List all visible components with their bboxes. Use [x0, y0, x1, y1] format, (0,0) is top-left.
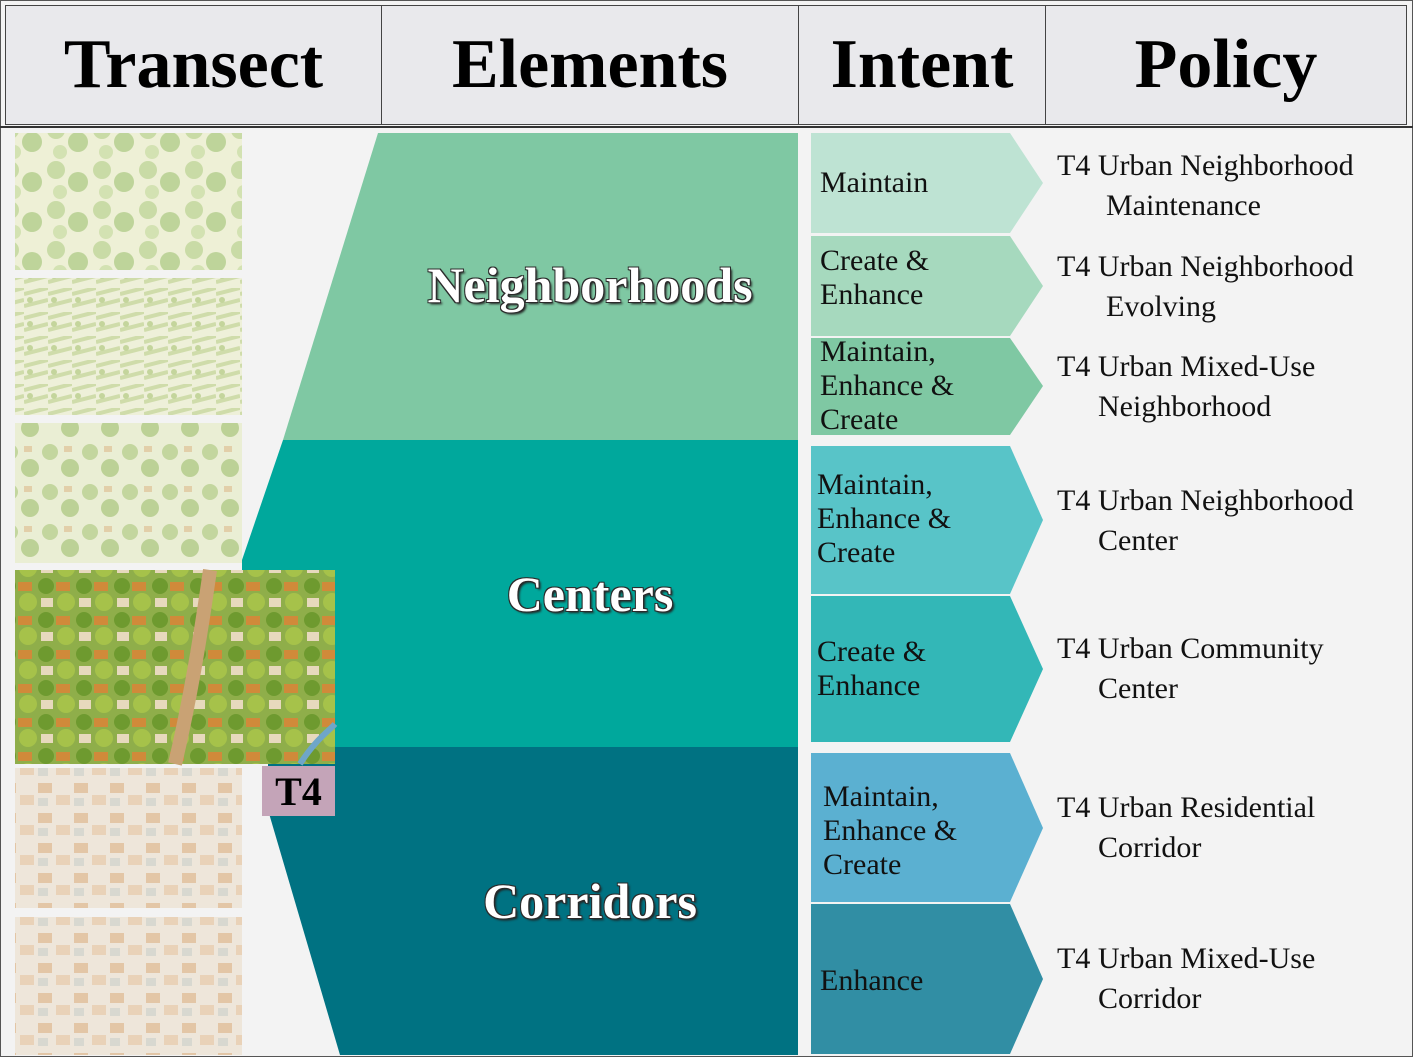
header-transect: Transect — [5, 5, 382, 125]
policy-text-5: T4 Urban Community Center — [1057, 629, 1324, 709]
header-row: Transect Elements Intent Policy — [0, 0, 1413, 128]
header-policy: Policy — [1045, 5, 1407, 125]
road-line — [168, 569, 217, 766]
intent-text-4: Maintain, Enhance & Create — [817, 468, 952, 569]
intent-chevron-6 — [811, 753, 1043, 902]
policy-line-1: T4 Urban Neighborhood — [1057, 149, 1354, 182]
policy-line-2: Center — [1098, 524, 1178, 557]
policy-line-1: T4 Urban Neighborhood — [1057, 484, 1354, 517]
intent-chevron-7 — [811, 904, 1043, 1054]
intent-text-5: Create & Enhance — [817, 635, 927, 702]
element-label-neighborhoods: Neighborhoods — [427, 257, 753, 313]
suburban-landscape-image — [15, 423, 242, 563]
urban-center-image — [15, 768, 242, 908]
neighborhoods-band — [283, 133, 798, 440]
policy-line-1: T4 Urban Mixed-Use — [1057, 942, 1316, 975]
policy-line-2: Evolving — [1106, 290, 1216, 323]
centers-band — [242, 440, 798, 747]
element-label-corridors: Corridors — [483, 873, 697, 929]
intent-chevron-4 — [811, 446, 1043, 594]
rural-landscape-image — [15, 133, 242, 270]
header-intent: Intent — [798, 5, 1046, 125]
policy-text-4: T4 Urban Neighborhood Center — [1057, 481, 1354, 561]
element-label-centers: Centers — [506, 566, 674, 622]
intent-chevron-1 — [811, 133, 1043, 233]
policy-text-1: T4 Urban Neighborhood Maintenance — [1057, 146, 1354, 226]
policy-line-1: T4 Urban Mixed-Use — [1057, 350, 1316, 383]
t4-badge: T4 — [262, 766, 335, 816]
header-elements: Elements — [381, 5, 799, 125]
intent-text-1: Maintain — [820, 166, 929, 199]
policy-line-2: Center — [1098, 672, 1178, 705]
header-divider — [0, 126, 1413, 128]
policy-text-3: T4 Urban Mixed-Use Neighborhood — [1057, 347, 1315, 427]
intent-chevron-3 — [811, 338, 1043, 435]
policy-line-2: Maintenance — [1106, 189, 1261, 222]
urban-neighborhood-image — [15, 570, 335, 764]
intent-text-3: Maintain, Enhance & Create — [820, 335, 955, 436]
policy-line-2: Neighborhood — [1098, 390, 1272, 423]
agricultural-landscape-image — [15, 278, 242, 415]
river-line — [297, 721, 338, 766]
policy-text-2: T4 Urban Neighborhood Evolving — [1057, 247, 1354, 327]
policy-line-1: T4 Urban Neighborhood — [1057, 250, 1354, 283]
intent-text-6: Maintain, Enhance & Create — [823, 780, 958, 881]
policy-line-1: T4 Urban Residential — [1057, 791, 1316, 824]
intent-text-7: Enhance — [820, 964, 924, 997]
policy-line-1: T4 Urban Community — [1057, 632, 1324, 665]
intent-chevron-2 — [811, 236, 1043, 336]
intent-chevron-5 — [811, 596, 1043, 742]
policy-text-7: T4 Urban Mixed-Use Corridor — [1057, 939, 1315, 1019]
policy-text-6: T4 Urban Residential Corridor — [1057, 788, 1315, 868]
intent-text-2: Create & Enhance — [820, 244, 930, 311]
policy-line-2: Corridor — [1098, 982, 1202, 1015]
policy-line-2: Corridor — [1098, 831, 1202, 864]
downtown-image — [15, 917, 242, 1055]
corridors-band — [268, 747, 798, 1055]
